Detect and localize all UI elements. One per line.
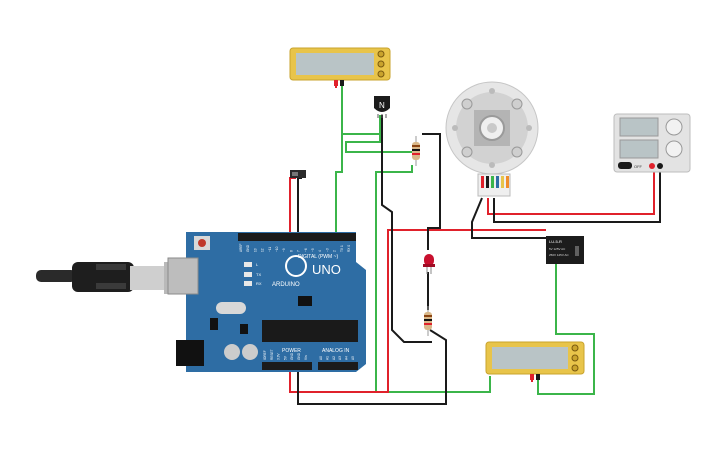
pin-label: ~11 [268,247,272,252]
wire-red-motor-to-supply [487,170,655,215]
pin-label: GND [290,352,294,360]
pin-label: 8 [289,250,293,252]
power-header [262,362,312,370]
power-switch [618,162,632,169]
pin-label: 12 [261,248,265,252]
npn-transistor[interactable]: N [374,96,390,118]
pin-label: ~6 [304,248,308,252]
arduino-uno[interactable]: UNO ARDUINO DIGITAL (PWM ~) POWER ANALOG… [167,232,366,372]
pin-label: 2 [333,250,337,252]
power-jack [176,340,204,366]
voltage-display [619,117,659,137]
pin-label: 3.3V [277,353,281,360]
l-label: L [256,262,259,267]
slide-switch[interactable] [290,170,306,178]
resistor-1[interactable] [412,136,420,166]
voltage-knob [665,118,683,136]
pin-label: 5V [283,355,287,360]
pin-label: A2 [332,356,336,360]
pin-label: TX 1 [340,245,344,252]
red-led[interactable] [423,254,435,274]
wire-green-transistor-loop [342,133,412,153]
resistor-2[interactable] [424,306,432,336]
power-supply[interactable]: OFF [613,113,691,173]
arduino-logo [285,255,307,277]
encoder-motor[interactable] [445,81,539,197]
pin-label: GND [297,352,301,360]
usb-socket [167,257,199,295]
digital-label: DIGITAL (PWM ~) [298,254,338,260]
digital-header [238,233,356,241]
atmega-chip [262,320,358,342]
pin-label: ~5 [311,248,315,252]
wire-green-multimeter-top-to-arduino [335,82,343,232]
pin-label: AREF [239,243,243,252]
multimeter-top[interactable] [289,47,391,86]
pin-label: Vin [304,355,308,360]
pin-label: A5 [351,356,355,360]
current-knob [665,140,683,158]
relay[interactable]: LU-5-R 5V 125V AC 250V 125V AC [546,236,584,264]
pin-label: ~9 [282,248,286,252]
pin-label: A0 [319,356,323,360]
pin-label: A3 [338,356,342,360]
wire-black-motor-to-relay [471,197,546,239]
current-display [619,139,659,159]
wire-green-relay-to-multimeter [537,262,595,395]
crystal [216,302,246,314]
pin-label: A1 [325,356,329,360]
power-label: POWER [282,348,301,354]
multimeter-bottom-display [492,347,568,369]
usb-cable [36,262,190,294]
pin-label: 13 [253,248,257,252]
wire-black-supply [493,170,661,223]
relay-label: LU-5-R [549,239,562,244]
pin-label: 4 [318,250,322,252]
analog-label: ANALOG IN [322,348,350,354]
capacitor-2 [242,344,258,360]
relay-line1: 5V 125V AC [549,247,566,251]
wire-green-resistor-to-arduino [375,165,491,393]
relay-line2: 250V 125V AC [549,253,570,257]
board-label: UNO [312,262,341,277]
wire-black-transistor-emitter [381,115,432,343]
pin-label: GND [246,244,250,252]
pin-label: RESET [270,349,274,360]
power-supply-label: OFF [634,164,643,169]
pin-label: ~10 [275,246,279,252]
tx-label: TX [256,272,261,277]
pin-label: IOREF [263,350,267,360]
rx-label: RX [256,281,262,286]
pin-label: A4 [345,356,349,360]
pin-label: RX 0 [347,245,351,252]
multimeter-top-display [296,53,374,75]
wire-black-motor-loop [422,133,441,250]
brand-label: ARDUINO [272,282,300,288]
capacitor-1 [224,344,240,360]
transistor-label: N [379,101,385,110]
pin-label: 7 [297,250,301,252]
pin-label: ~3 [325,248,329,252]
multimeter-bottom[interactable] [485,341,585,380]
analog-header [318,362,358,370]
